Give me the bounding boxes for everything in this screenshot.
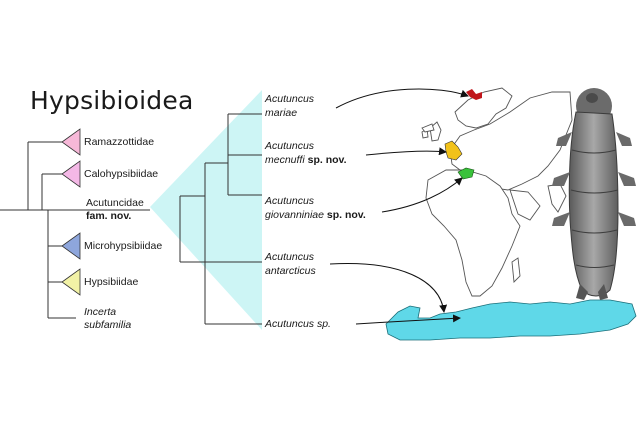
- family-label-hypsibiidae: Hypsibiidae: [84, 276, 139, 288]
- incerta-line2: subfamilia: [84, 319, 132, 331]
- family-label-microhypsibiidae: Microhypsibiidae: [84, 240, 163, 252]
- world-map: [421, 87, 573, 297]
- species-label-mariae: Acutuncus mariae: [265, 92, 314, 120]
- microhypsibiidae-triangle: [61, 232, 81, 260]
- hypsibiidae-triangle: [61, 268, 81, 296]
- species-label-acutuncus-sp: Acutuncus sp.: [265, 318, 331, 330]
- page-title: Hypsibioidea: [30, 86, 194, 115]
- acutuncidae-name: Acutuncidae: [86, 197, 144, 209]
- acutuncidae-status: fam. nov.: [86, 210, 132, 222]
- species-genus: Acutuncus: [265, 93, 315, 105]
- incerta-line1: Incerta: [84, 306, 117, 318]
- species-genus: Acutuncus: [265, 140, 315, 152]
- family-label-calohypsibiidae: Calohypsibiidae: [84, 168, 159, 180]
- species-status: sp. nov.: [326, 209, 366, 221]
- mariae-site-marker: [466, 89, 482, 100]
- species-label-mecnuffi: Acutuncus mecnuffi sp. nov.: [265, 139, 347, 167]
- calohypsibiidae-triangle: [61, 160, 81, 188]
- distribution-arrows: [329, 88, 469, 325]
- species-genus: Acutuncus: [265, 195, 315, 207]
- species-genus: Acutuncus: [265, 251, 315, 263]
- species-epithet: giovanniniae: [265, 209, 324, 221]
- species-label-antarcticus: Acutuncus antarcticus: [265, 250, 316, 278]
- species-status: sp. nov.: [307, 154, 347, 166]
- incerta-subfamilia-label: Incerta subfamilia: [84, 306, 131, 332]
- acutuncidae-clade-fan: [150, 90, 262, 330]
- antarctica: [385, 299, 637, 341]
- family-label-ramazzottidae: Ramazzottidae: [84, 136, 155, 148]
- species-epithet: mariae: [265, 107, 298, 119]
- tardigrade-illustration: [552, 88, 636, 300]
- species-epithet: mecnuffi: [265, 154, 305, 166]
- species-label-giovanniniae: Acutuncus giovanniniae sp. nov.: [265, 194, 366, 222]
- species-epithet: antarcticus: [265, 265, 316, 277]
- family-tree: [0, 141, 150, 319]
- ramazzottidae-triangle: [61, 128, 81, 156]
- acutuncidae-label: Acutuncidae fam. nov.: [86, 197, 144, 223]
- species-tree: [179, 113, 262, 325]
